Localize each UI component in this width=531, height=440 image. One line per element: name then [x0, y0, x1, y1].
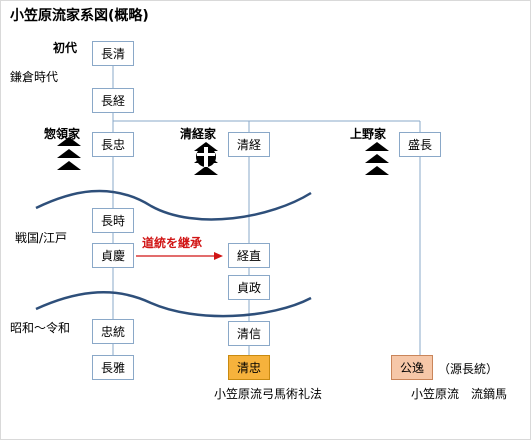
node-nagatada: 長忠	[92, 132, 134, 157]
family-soryo: 惣領家	[44, 127, 81, 141]
era-sengoku: 戦国/江戸	[15, 231, 68, 245]
node-nagakiyo: 長清	[92, 41, 134, 66]
family-kiyotsune: 清経家	[180, 127, 217, 141]
node-kiyotada: 清忠	[228, 355, 270, 380]
era-kamakura: 鎌倉時代	[10, 70, 59, 84]
kiyotsune-crest-icon	[194, 142, 218, 175]
node-nagamasa: 長雅	[92, 355, 134, 380]
inheritance-arrowhead	[214, 252, 223, 260]
caption-kiyotada: 小笠原流弓馬術礼法	[214, 387, 323, 401]
node-morinaga: 盛長	[399, 132, 441, 157]
era-first: 初代	[53, 41, 78, 55]
node-kiyotsune: 清経	[228, 132, 270, 157]
node-tadazumi: 忠統	[92, 319, 134, 344]
era-wave-lower	[35, 291, 312, 318]
node-kiyoshi: 公逸	[391, 355, 433, 380]
soryo-crest-icon	[57, 137, 81, 170]
node-sadayoshi: 貞慶	[92, 243, 134, 268]
diagram-title: 小笠原流家系図(概略)	[10, 8, 149, 24]
node-nagatoki: 長時	[92, 208, 134, 233]
family-kozuke: 上野家	[350, 127, 387, 141]
node-nagatsune: 長経	[92, 88, 134, 113]
era-showa: 昭和～令和	[10, 321, 71, 335]
note-kiyoshi: （源長統）	[438, 362, 499, 376]
node-tsunenao: 経直	[228, 243, 270, 268]
kozuke-crest-icon	[365, 142, 389, 175]
era-wave-upper	[35, 189, 312, 221]
node-kiyonobu: 清信	[228, 321, 270, 346]
node-sadamasa: 貞政	[228, 275, 270, 300]
caption-kiyoshi: 小笠原流 流鏑馬	[411, 387, 508, 401]
inheritance-label: 道統を継承	[142, 236, 203, 250]
